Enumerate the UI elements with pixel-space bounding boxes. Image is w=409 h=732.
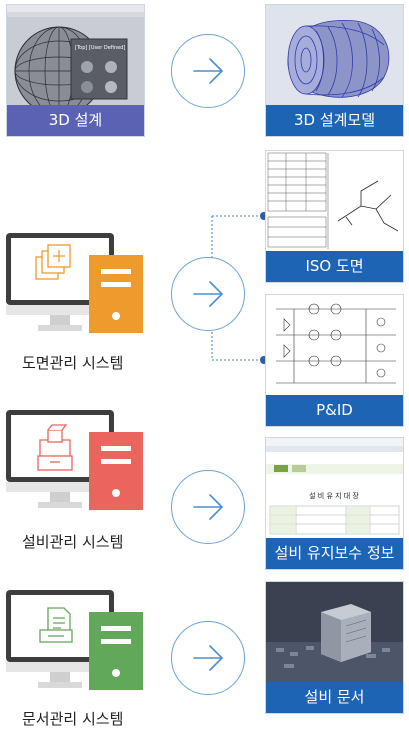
pid-image — [266, 295, 403, 395]
document-system-icon — [6, 590, 146, 696]
arrow-circle-3 — [171, 470, 245, 544]
equipment-docs-tile: 설비 문서 — [265, 581, 404, 714]
equipment-info-tile: 설 비 유 지 대 장 설비 유지보수 정보 — [265, 437, 404, 570]
drawing-system-icon — [6, 233, 146, 339]
equipment-doc-title: 설 비 유 지 대 장 — [309, 491, 359, 500]
3d-model-caption: 3D 설계모델 — [266, 105, 403, 136]
3d-design-screenshot: [Top] [User Defined] — [7, 5, 144, 105]
iso-drawing-image — [266, 151, 403, 251]
layers-icon — [35, 244, 71, 280]
viewport-label: [Top] [User Defined] — [75, 45, 125, 51]
3d-model-tile: 3D 설계모델 — [265, 4, 404, 137]
cabinet-icon — [37, 424, 73, 471]
pid-caption: P&ID — [266, 395, 403, 426]
3d-design-tile: [Top] [User Defined] 3D 설계 — [6, 4, 145, 137]
iso-drawing-tile: ISO 도면 — [265, 150, 404, 283]
equipment-docs-caption: 설비 문서 — [266, 682, 403, 713]
engine-model-image — [266, 5, 403, 105]
pid-tile: P&ID — [265, 294, 404, 427]
3d-design-caption: 3D 설계 — [7, 105, 144, 136]
arrow-right-icon — [193, 281, 224, 307]
equipment-system-label: 설비관리 시스템 — [22, 533, 124, 551]
equipment-docs-image — [266, 582, 403, 682]
server-tower-icon — [89, 255, 143, 333]
equipment-info-screenshot: 설 비 유 지 대 장 — [266, 438, 403, 538]
arrow-right-icon — [193, 645, 224, 671]
document-system-label: 문서관리 시스템 — [22, 710, 124, 728]
arrow-right-icon — [193, 58, 224, 84]
drawing-system-label: 도면관리 시스템 — [22, 354, 124, 372]
arrow-circle-1 — [171, 34, 245, 108]
equipment-info-caption: 설비 유지보수 정보 — [266, 538, 403, 569]
arrow-right-icon — [193, 494, 224, 520]
arrow-circle-4 — [171, 621, 245, 695]
server-tower-icon — [89, 612, 143, 690]
equipment-system-icon — [6, 410, 146, 516]
iso-drawing-caption: ISO 도면 — [266, 251, 403, 282]
document-tray-icon — [39, 607, 73, 643]
server-tower-icon — [89, 432, 143, 510]
arrow-circle-2 — [171, 257, 245, 331]
